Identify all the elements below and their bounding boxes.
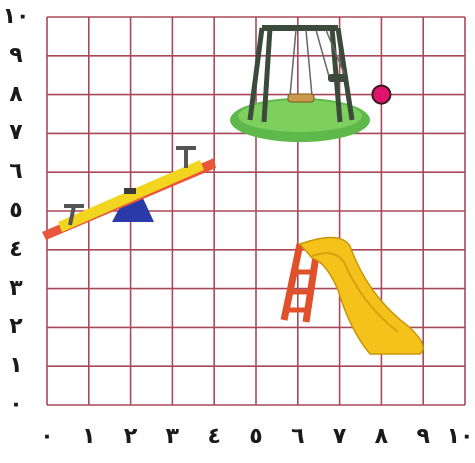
y-tick-label: ٦ [1,161,31,183]
slide-image [284,237,423,354]
x-tick-label: ٨ [366,426,396,448]
marked-point [372,86,390,104]
y-tick-label: ٣ [1,278,31,300]
y-tick-label: ٠ [1,394,31,416]
x-tick-label: ٣ [157,426,187,448]
seesaw-image [42,148,216,240]
y-tick-label: ٩ [1,45,31,67]
x-tick-label: ٥ [241,426,271,448]
x-tick-label: ١٠ [445,426,475,448]
x-tick-label: ٦ [283,426,313,448]
y-tick-label: ٢ [1,316,31,338]
x-tick-label: ٠ [32,426,62,448]
x-tick-label: ٤ [199,426,229,448]
y-tick-label: ٨ [1,84,31,106]
x-tick-label: ٧ [325,426,355,448]
swing-set-image [230,28,370,142]
x-tick-label: ٢ [116,426,146,448]
y-tick-label: ١ [1,355,31,377]
y-tick-label: ٥ [1,200,31,222]
y-tick-label: ١٠ [1,6,31,28]
y-tick-label: ٧ [1,122,31,144]
y-tick-label: ٤ [1,239,31,261]
x-tick-label: ٩ [408,426,438,448]
x-tick-label: ١ [74,426,104,448]
